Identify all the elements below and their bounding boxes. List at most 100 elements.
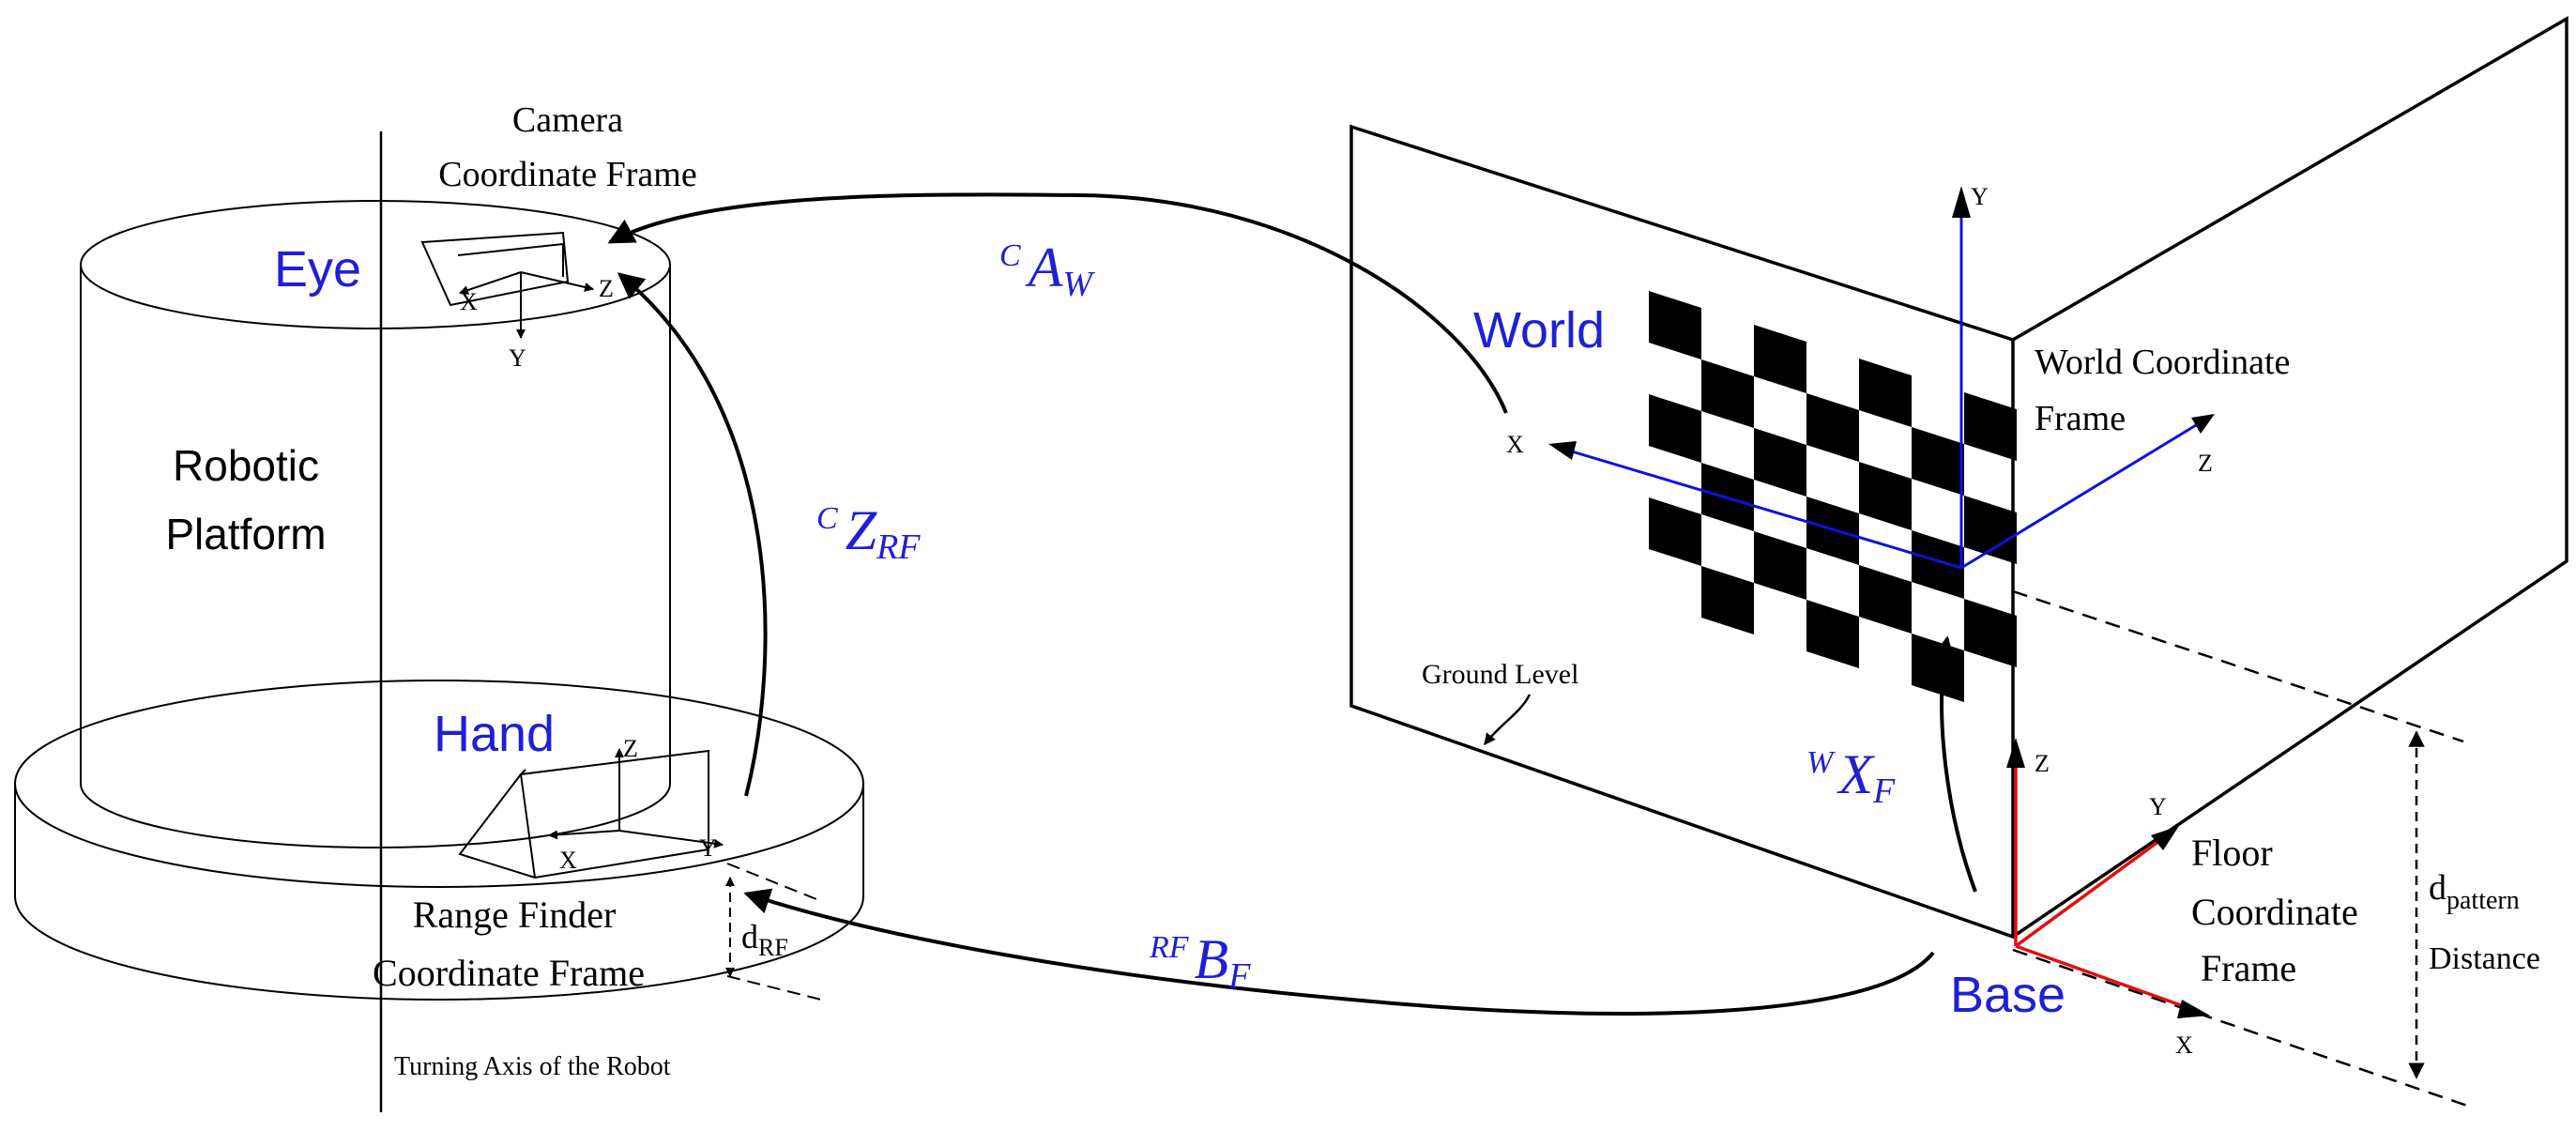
floor-dashed-lines xyxy=(2012,589,2474,1109)
checker-square xyxy=(1701,566,1754,634)
camera-z-label: Z xyxy=(599,275,614,302)
wall-side-panel xyxy=(2012,15,2568,939)
calibration-wall xyxy=(1349,15,2568,940)
arrow-c-a-w xyxy=(607,192,1508,414)
eye-label: Eye xyxy=(274,241,361,298)
checker-square xyxy=(1859,359,1912,427)
floor-x-label: X xyxy=(2175,1032,2193,1059)
robotic-platform-label-1: Robotic xyxy=(173,441,319,490)
checker-square xyxy=(1806,393,1859,462)
camera-frame-label-1: Camera xyxy=(512,100,623,140)
floor-z-label: Z xyxy=(2035,750,2050,777)
world-x-axis xyxy=(1562,447,1962,570)
camera-z-axis xyxy=(520,271,594,292)
camera-y-label: Y xyxy=(509,344,526,372)
checker-square xyxy=(1912,427,1964,496)
floor-y-arrowhead xyxy=(2151,826,2179,850)
world-z-label: Z xyxy=(2198,450,2213,477)
world-z-arrowhead xyxy=(2191,414,2215,434)
rf-b-f-sub: F xyxy=(1227,956,1251,996)
c-a-w-sup: C xyxy=(999,238,1021,273)
hand-label: Hand xyxy=(434,706,555,762)
distance-label: Distance xyxy=(2429,941,2540,976)
robot-body-top xyxy=(80,200,671,329)
checker-square xyxy=(1912,634,1964,702)
checker-square xyxy=(1806,600,1859,668)
checker-square xyxy=(1754,428,1806,497)
rangefinder-x-label: X xyxy=(559,847,577,874)
c-z-rf-sub: RF xyxy=(876,527,921,567)
c-z-rf-sup: C xyxy=(816,501,838,536)
world-z-axis xyxy=(1960,420,2202,570)
checker-square xyxy=(1649,394,1701,463)
checker-square xyxy=(1701,359,1754,428)
robot-base-bottom xyxy=(14,895,864,1001)
range-finder-icon xyxy=(458,748,822,1001)
floor-y-label: Y xyxy=(2149,793,2167,820)
checkerboard-pattern xyxy=(1649,291,2017,702)
c-a-w-main: A xyxy=(1025,237,1063,298)
floor-x-axis xyxy=(2015,944,2192,1011)
world-frame-label-2: Frame xyxy=(2035,399,2126,438)
world-y-label: Y xyxy=(1971,183,1989,210)
d-rf-label: dRF xyxy=(741,918,788,961)
turning-axis-label: Turning Axis of the Robot xyxy=(394,1052,671,1081)
floor-frame-label-1: Floor xyxy=(2191,832,2273,874)
c-z-rf-main: Z xyxy=(846,499,877,561)
checker-square xyxy=(1754,325,1806,393)
checker-square xyxy=(1912,530,1964,599)
ground-level-pointer xyxy=(1484,694,1532,745)
camera-x-label: X xyxy=(460,288,478,315)
world-label: World xyxy=(1473,302,1605,359)
checker-square xyxy=(1964,392,2017,461)
rf-b-f-sup: RF xyxy=(1149,930,1190,965)
range-finder-label-2: Coordinate Frame xyxy=(373,952,645,994)
d-pattern-sub: pattern xyxy=(2446,886,2520,915)
w-x-f-sub: F xyxy=(1872,772,1896,811)
w-x-f-main: X xyxy=(1837,743,1875,805)
rf-b-f-main: B xyxy=(1195,928,1229,990)
rangefinder-y-axis xyxy=(618,830,724,848)
world-x-arrowhead xyxy=(1548,441,1577,460)
checker-square xyxy=(1754,531,1806,600)
arrow-w-x-f xyxy=(1929,635,1977,893)
base-label: Base xyxy=(1950,967,2065,1023)
rangefinder-y-label: Y xyxy=(699,834,717,862)
checker-square xyxy=(1964,599,2017,667)
checker-square xyxy=(1964,496,2017,564)
rangefinder-x-axis xyxy=(548,830,620,840)
d-pattern-main: d xyxy=(2429,868,2446,908)
c-a-w-sub: W xyxy=(1062,265,1095,304)
checker-square xyxy=(1859,565,1912,634)
world-axes xyxy=(1562,202,2202,570)
d-rf-sub: RF xyxy=(758,934,788,961)
world-y-arrowhead xyxy=(1952,186,1971,218)
floor-frame-label-3: Frame xyxy=(2201,947,2296,989)
robotic-platform-label-2: Platform xyxy=(165,510,326,558)
checker-square xyxy=(1649,497,1701,566)
checker-square xyxy=(1859,462,1912,530)
floor-frame-label-2: Coordinate xyxy=(2191,891,2358,933)
floor-y-axis xyxy=(2014,836,2165,948)
arrow-c-z-rf xyxy=(617,272,768,797)
world-frame-label-1: World Coordinate xyxy=(2035,343,2290,382)
floor-x-arrowhead xyxy=(2177,1000,2210,1018)
camera-x-axis xyxy=(459,271,522,295)
d-pattern-label: dpattern xyxy=(2429,868,2520,915)
d-rf-main: d xyxy=(741,918,758,955)
arrow-rf-b-f xyxy=(743,888,1935,1016)
ground-level-label: Ground Level xyxy=(1422,659,1578,690)
transform-arrows xyxy=(607,192,1977,1016)
rangefinder-z-label: Z xyxy=(623,735,638,762)
camera-frame-icon xyxy=(420,231,594,339)
world-x-label: X xyxy=(1506,431,1524,458)
w-x-f-sup: W xyxy=(1806,745,1836,780)
camera-frame-label-2: Coordinate Frame xyxy=(438,155,696,194)
checker-square xyxy=(1649,291,1701,359)
robot-body-bottom xyxy=(80,783,671,848)
